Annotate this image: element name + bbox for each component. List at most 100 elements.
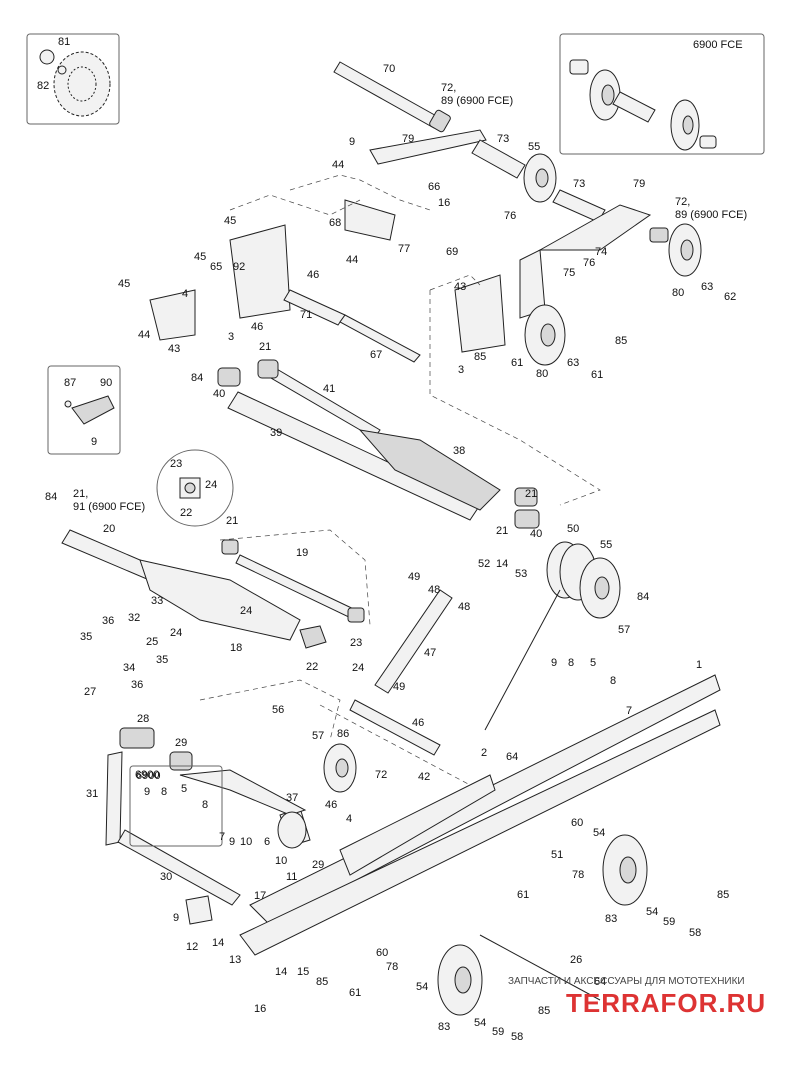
callout-25: 25 bbox=[146, 636, 158, 648]
callout-64: 64 bbox=[506, 751, 518, 763]
inset-title-6900-fce: 6900 FCE bbox=[693, 39, 743, 51]
inset-box-stopper bbox=[47, 365, 121, 455]
callout-14b: 14 bbox=[212, 937, 224, 949]
callout-2: 2 bbox=[481, 747, 487, 759]
callout-70: 70 bbox=[383, 63, 395, 75]
callout-46c: 46 bbox=[412, 717, 424, 729]
callout-85: 85 bbox=[474, 351, 486, 363]
callout-92: 92 bbox=[233, 261, 245, 273]
callout-79: 79 bbox=[402, 133, 414, 145]
callout-42: 42 bbox=[418, 771, 430, 783]
callout-59: 59 bbox=[663, 916, 675, 928]
callout-labels: 81 82 70 72, 89 (6900 FCE) 9 79 73 55 44… bbox=[37, 36, 747, 1043]
callout-9e: 9 bbox=[229, 836, 235, 848]
callout-78: 78 bbox=[572, 869, 584, 881]
callout-50: 50 bbox=[567, 523, 579, 535]
inset-box-wheel-bearing bbox=[26, 33, 120, 125]
callout-61d: 61 bbox=[349, 987, 361, 999]
lower-left-parts: 6900 bbox=[105, 727, 307, 925]
callout-68: 68 bbox=[329, 217, 341, 229]
callout-4: 4 bbox=[182, 288, 188, 300]
callout-63: 63 bbox=[701, 281, 713, 293]
callout-5: 5 bbox=[590, 657, 596, 669]
callout-67: 67 bbox=[370, 349, 382, 361]
callout-21c: 21, bbox=[73, 488, 88, 500]
callout-16: 16 bbox=[438, 197, 450, 209]
callout-61: 61 bbox=[511, 357, 523, 369]
callout-83b: 83 bbox=[438, 1021, 450, 1033]
callout-23: 23 bbox=[170, 458, 182, 470]
callout-51: 51 bbox=[551, 849, 563, 861]
callout-7: 7 bbox=[219, 831, 225, 843]
callout-35b: 35 bbox=[156, 654, 168, 666]
callout-33: 33 bbox=[151, 595, 163, 607]
callout-40b: 40 bbox=[530, 528, 542, 540]
callout-79b: 79 bbox=[633, 178, 645, 190]
callout-6: 6 bbox=[264, 836, 270, 848]
callout-17: 17 bbox=[254, 890, 266, 902]
callout-16b: 16 bbox=[254, 1003, 266, 1015]
callout-46d: 46 bbox=[325, 799, 337, 811]
callout-15: 15 bbox=[297, 966, 309, 978]
callout-44: 44 bbox=[332, 159, 344, 171]
callout-54: 54 bbox=[593, 827, 605, 839]
callout-9d: 9 bbox=[144, 786, 150, 798]
callout-57b: 57 bbox=[312, 730, 324, 742]
callout-36: 36 bbox=[102, 615, 114, 627]
callout-37: 37 bbox=[286, 792, 298, 804]
upper-shafts bbox=[149, 61, 702, 366]
callout-22b: 22 bbox=[306, 661, 318, 673]
callout-30: 30 bbox=[160, 871, 172, 883]
callout-73: 73 bbox=[497, 133, 509, 145]
callout-76: 76 bbox=[504, 210, 516, 222]
callout-59b: 59 bbox=[492, 1026, 504, 1038]
callout-46b: 46 bbox=[251, 321, 263, 333]
callout-85c: 85 bbox=[717, 889, 729, 901]
callout-45c: 45 bbox=[118, 278, 130, 290]
callout-11: 11 bbox=[286, 871, 297, 883]
callout-4b: 4 bbox=[346, 813, 352, 825]
callout-28: 28 bbox=[137, 713, 149, 725]
callout-24b: 24 bbox=[240, 605, 252, 617]
callout-76b: 76 bbox=[583, 257, 595, 269]
callout-49: 49 bbox=[408, 571, 420, 583]
front-arm bbox=[61, 529, 365, 649]
callout-21b: 21 bbox=[525, 488, 537, 500]
callout-5b: 5 bbox=[181, 783, 187, 795]
callout-84c: 84 bbox=[637, 591, 649, 603]
callout-40: 40 bbox=[213, 388, 225, 400]
callout-48: 48 bbox=[428, 584, 440, 596]
callout-7b: 7 bbox=[626, 705, 632, 717]
callout-66: 66 bbox=[428, 181, 440, 193]
callout-85d: 85 bbox=[316, 976, 328, 988]
callout-39: 39 bbox=[270, 427, 282, 439]
callout-21d: 21 bbox=[226, 515, 238, 527]
callout-41: 41 bbox=[323, 383, 335, 395]
callout-61c: 61 bbox=[517, 889, 529, 901]
callout-72c: 72 bbox=[375, 769, 387, 781]
callout-47: 47 bbox=[424, 647, 436, 659]
inset-title-6900: 6900 bbox=[135, 769, 159, 781]
callout-3b: 3 bbox=[458, 364, 464, 376]
watermark: ЗАПЧАСТИ И АКСЕССУАРЫ ДЛЯ МОТОТЕХНИКИ TE… bbox=[508, 976, 765, 1018]
watermark-caption: ЗАПЧАСТИ И АКСЕССУАРЫ ДЛЯ МОТОТЕХНИКИ bbox=[508, 976, 745, 987]
callout-24d: 24 bbox=[352, 662, 364, 674]
callout-52: 52 bbox=[478, 558, 490, 570]
callout-91: 91 (6900 FCE) bbox=[73, 501, 145, 513]
callout-14c: 14 bbox=[275, 966, 287, 978]
callout-21e: 21 bbox=[496, 525, 508, 537]
callout-45: 45 bbox=[224, 215, 236, 227]
callout-12: 12 bbox=[186, 941, 198, 953]
callout-9b: 9 bbox=[91, 436, 97, 448]
callout-13: 13 bbox=[229, 954, 241, 966]
callout-43b: 43 bbox=[168, 343, 180, 355]
callout-22: 22 bbox=[180, 507, 192, 519]
callout-89-6900fce: 89 (6900 FCE) bbox=[441, 95, 513, 107]
callout-85b: 85 bbox=[615, 335, 627, 347]
callout-36b: 36 bbox=[131, 679, 143, 691]
callout-26: 26 bbox=[570, 954, 582, 966]
callout-64b: 64 bbox=[594, 976, 606, 988]
callout-10: 10 bbox=[240, 836, 252, 848]
callout-60b: 60 bbox=[376, 947, 388, 959]
callout-6900: 6900 bbox=[136, 770, 160, 782]
